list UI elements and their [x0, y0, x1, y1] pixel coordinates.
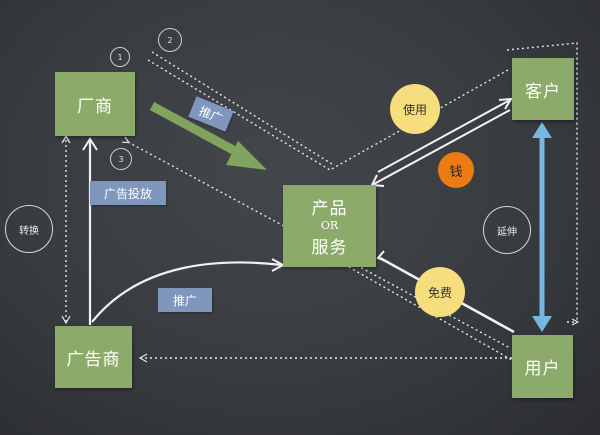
tag-promote-bottom: 推广 — [158, 288, 212, 312]
tag-ad-placement: 广告投放 — [90, 181, 166, 205]
dotted-frame — [506, 42, 577, 322]
blue-extend-arrow — [532, 122, 552, 332]
solid-product-customer — [377, 99, 511, 173]
node-product-or-label: OR — [320, 219, 339, 232]
node-product-bottom-label: 服务 — [311, 238, 348, 258]
step-number-1: 1 — [110, 47, 130, 67]
bubble-money: 钱 — [438, 152, 474, 188]
ring-convert: 转换 — [5, 205, 53, 253]
node-user: 用户 — [512, 335, 573, 398]
node-customer: 客户 — [512, 58, 574, 120]
solid-advertiser-product — [91, 261, 283, 323]
node-product: 产品 OR 服务 — [283, 185, 376, 267]
node-product-top-label: 产品 — [311, 199, 348, 219]
dotted-line-1 — [147, 51, 333, 171]
green-promote-arrow — [149, 102, 267, 170]
dotted-customer-product — [329, 69, 509, 171]
ring-extend: 延伸 — [483, 206, 531, 254]
node-advertiser: 广告商 — [55, 326, 132, 388]
node-user-label: 用户 — [524, 359, 561, 379]
step-number-2: 2 — [158, 28, 182, 52]
solid-customer-product — [373, 109, 511, 185]
bubble-free: 免费 — [415, 267, 465, 317]
step-number-3: 3 — [110, 148, 132, 170]
node-merchant-label: 厂商 — [77, 96, 113, 117]
node-merchant: 厂商 — [55, 72, 135, 136]
bubble-use: 使用 — [390, 84, 440, 134]
node-advertiser-label: 广告商 — [66, 349, 121, 370]
node-customer-label: 客户 — [525, 81, 561, 102]
